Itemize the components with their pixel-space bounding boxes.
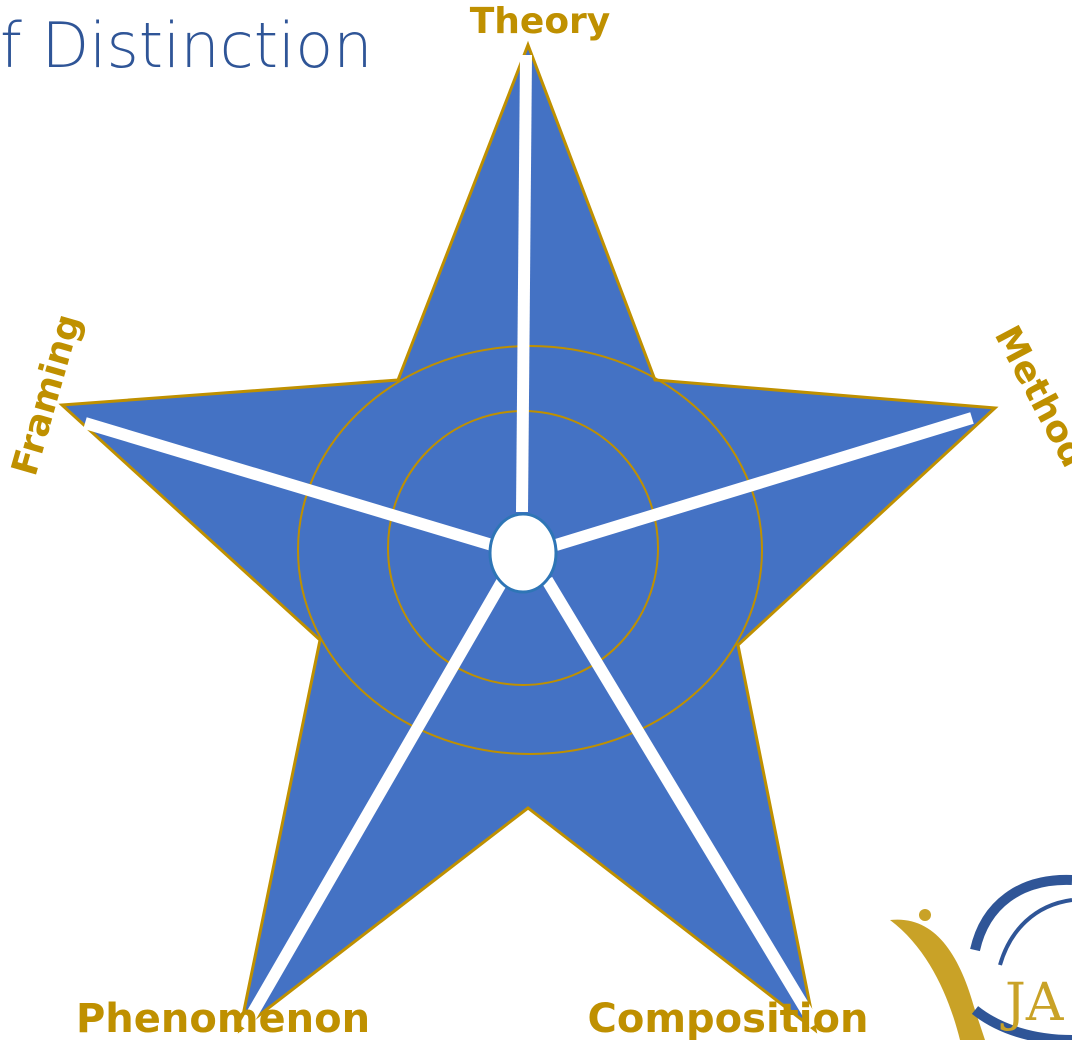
label-method: Method [986, 319, 1072, 474]
spoke-phenomenon [238, 576, 509, 1032]
spoke-framing [83, 417, 494, 551]
center-hub [488, 512, 558, 594]
logo-gold-dot [919, 909, 931, 921]
outer-ring [297, 345, 763, 755]
logo: JA [890, 874, 1072, 1040]
logo-gold-swoosh [890, 919, 985, 1040]
logo-blue-globe-arc [970, 874, 1072, 952]
label-composition: Composition [588, 996, 869, 1040]
spoke-theory [516, 54, 532, 513]
spoke-composition [541, 576, 821, 1029]
label-phenomenon: Phenomenon [76, 996, 370, 1040]
spoke-method [554, 412, 974, 551]
label-theory: Theory [470, 1, 611, 42]
logo-text: JA [1000, 973, 1065, 1033]
logo-blue-globe-arc-inner [998, 898, 1072, 966]
label-framing: Framing [4, 310, 89, 480]
